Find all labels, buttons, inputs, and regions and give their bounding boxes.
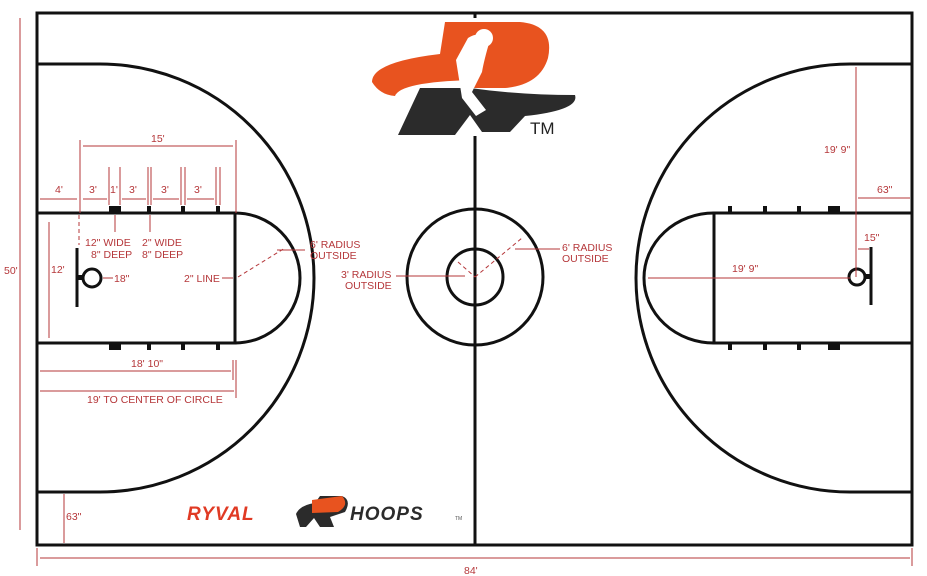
label-court-width: 50' (4, 265, 18, 277)
label-3ft-a: 3' (89, 184, 97, 196)
dimension-labels: 50' 84' 15' 4' 3' 1' 3' 3' 3' 12" WIDE 8… (4, 133, 893, 576)
label-center-outer: 6' RADIUS (562, 242, 612, 254)
center-circle-inner (445, 247, 505, 307)
label-center-inner-outside: OUTSIDE (345, 280, 392, 292)
label-key-width: 12' (51, 264, 65, 276)
right-free-throw-circle (642, 211, 715, 345)
label-line-width: 2" LINE (184, 273, 220, 285)
label-court-length: 84' (464, 565, 478, 576)
label-rim: 18" (114, 273, 130, 285)
label-center-outer-outside: OUTSIDE (562, 253, 609, 265)
left-key (35, 211, 237, 345)
footer-logo-tm: TM (455, 516, 462, 522)
label-mark-wide-1: 12" WIDE (85, 237, 131, 249)
right-rim (847, 267, 867, 287)
right-three-point-line (634, 62, 912, 494)
label-mark-deep-2: 8" DEEP (142, 249, 183, 261)
label-circle-distance: 19' TO CENTER OF CIRCLE (87, 394, 223, 406)
label-3ft-b: 3' (129, 184, 137, 196)
right-rim-bracket (864, 274, 871, 279)
center-circle-outer (405, 207, 545, 347)
label-right-three-horizontal: 19' 9" (732, 263, 758, 275)
logo-word-ryval: RYVAL (187, 504, 255, 525)
left-three-point-line (37, 62, 316, 494)
label-right-corner: 63" (877, 184, 893, 196)
label-ft-distance: 18' 10" (131, 358, 163, 370)
label-4ft: 4' (55, 184, 63, 196)
label-right-three-vertical: 19' 9" (824, 144, 850, 156)
label-backboard-offset: 15" (864, 232, 880, 244)
left-rim-bracket (77, 275, 83, 280)
label-left-corner: 63" (66, 511, 82, 523)
label-3ft-c: 3' (161, 184, 169, 196)
right-lane-marks (728, 206, 840, 350)
ryval-hoops-logo: RYVAL HOOPS TM (187, 496, 462, 527)
dimension-lines (19, 18, 913, 566)
label-mark-wide-2: 2" WIDE (142, 237, 182, 249)
ryval-logo: TM (372, 18, 576, 138)
label-3ft-d: 3' (194, 184, 202, 196)
logo-tm: TM (530, 119, 555, 138)
label-1ft: 1' (110, 184, 118, 196)
left-free-throw-circle (234, 211, 302, 345)
label-key-length: 15' (151, 133, 165, 145)
logo-word-hoops: HOOPS (350, 504, 424, 525)
left-rim (81, 267, 103, 289)
label-ft-radius: 6' RADIUS (310, 239, 360, 251)
label-center-inner: 3' RADIUS (341, 269, 391, 281)
label-mark-deep-1: 8" DEEP (91, 249, 132, 261)
left-lane-marks (109, 206, 220, 350)
label-ft-radius-outside: OUTSIDE (310, 250, 357, 262)
